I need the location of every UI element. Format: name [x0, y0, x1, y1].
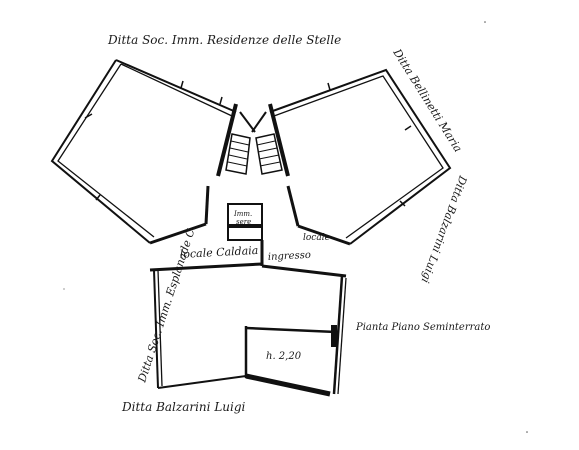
- stair-core: [216, 103, 290, 177]
- owner-bottom-label: Ditta Balzarini Luigi: [121, 400, 246, 414]
- owner-right-upper-label: Ditta Bellinetti Maria: [390, 46, 465, 155]
- specks: [63, 21, 528, 433]
- stair-treads: [227, 140, 281, 167]
- entrance-room-label-line2: ingresso: [268, 250, 312, 263]
- inner-room: [244, 325, 337, 378]
- owner-right-lower-label: Ditta Balzarini Luigi: [419, 173, 470, 285]
- right-wing: [269, 68, 452, 246]
- small-room-label-2: sere: [236, 218, 251, 226]
- left-wing: [50, 59, 237, 245]
- partition-walls: [149, 240, 347, 278]
- small-room-label: Imm.: [233, 210, 252, 218]
- window-marks: [84, 80, 412, 207]
- boiler-room-label: locale Caldaia: [179, 244, 258, 261]
- lower-block: [153, 269, 347, 397]
- small-room: [227, 203, 263, 241]
- plan-title-label: Pianta Piano Seminterrato: [355, 322, 490, 333]
- entrance-room-label-line1: locale: [303, 233, 330, 243]
- owner-top-label: Ditta Soc. Imm. Residenze delle Stelle: [107, 33, 341, 47]
- height-note-label: h. 2,20: [266, 351, 302, 362]
